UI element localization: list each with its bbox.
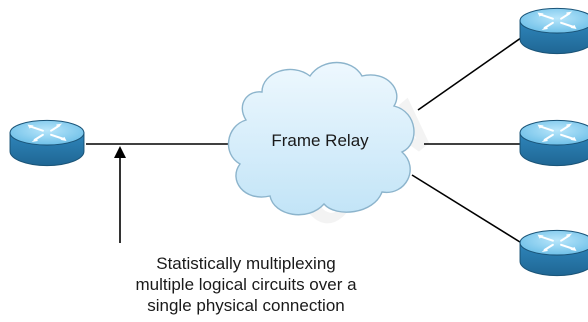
cloud-label: Frame Relay: [271, 131, 369, 150]
link-cloud-to-top-right-router: [417, 32, 529, 111]
caption: Statistically multiplexing multiple logi…: [86, 253, 406, 316]
link-cloud-to-bottom-right-router: [411, 174, 529, 248]
caption-line: single physical connection: [147, 296, 345, 315]
caption-line: multiple logical circuits over a: [135, 275, 357, 294]
cloud-icon: [227, 61, 415, 216]
multiplexing-arrow: [114, 146, 126, 243]
connection-lines: [86, 32, 529, 248]
router-icon: [9, 119, 85, 167]
router-icon: [519, 7, 588, 55]
router-icon: [519, 119, 588, 167]
caption-line: Statistically multiplexing: [156, 254, 336, 273]
router-icon: [519, 229, 588, 277]
